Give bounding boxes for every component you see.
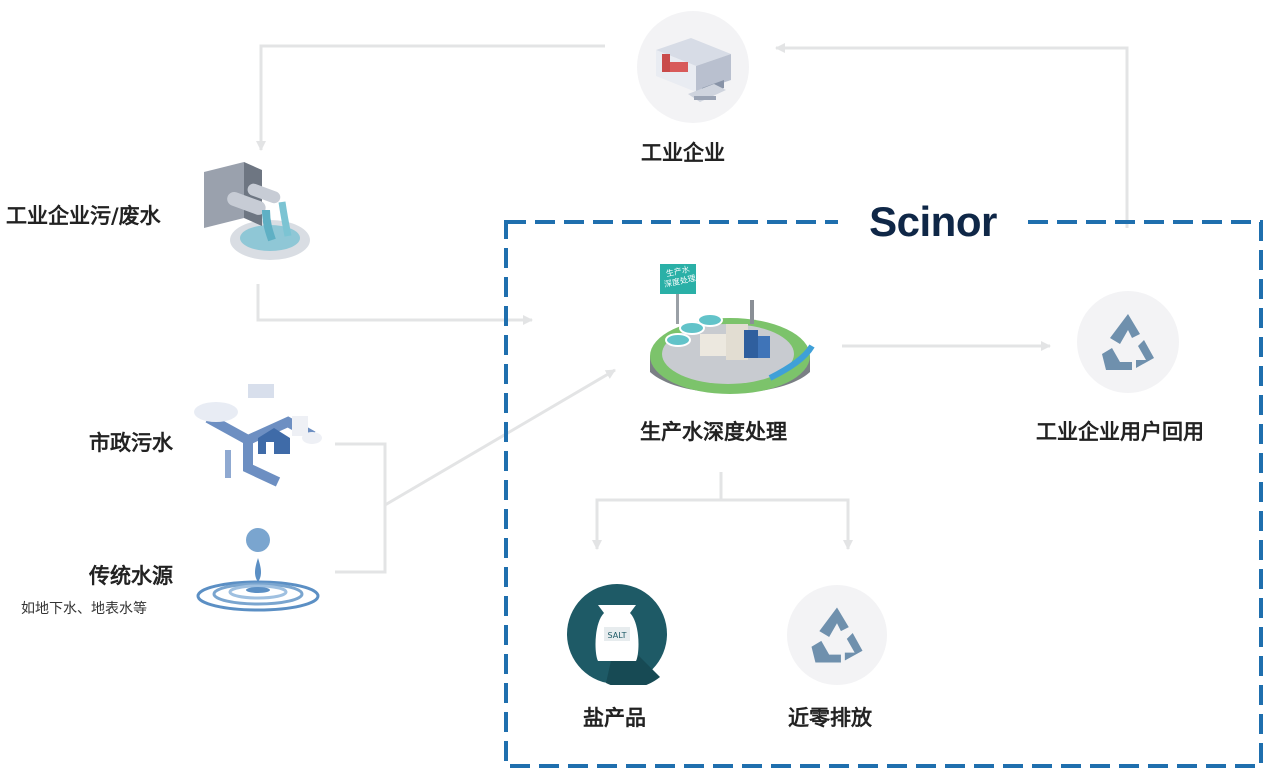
municipal-sewage-label: 市政污水: [89, 431, 173, 455]
brand-logo: Scinor: [838, 198, 1028, 246]
arrow-treatment-to-salt: [592, 472, 723, 550]
arrow-reuse-to-enterprise: [775, 43, 1129, 228]
arrow-sources-to-treatment: [384, 368, 616, 507]
industrial-enterprise-label: 工业企业: [641, 141, 725, 165]
recycle-icon: [786, 584, 888, 686]
salt-bag-text: SALT: [607, 631, 627, 640]
arrow-treatment-to-zero: [721, 498, 850, 549]
deep-treatment-label: 生产水深度处理: [640, 420, 787, 444]
plumbing-house-icon: [194, 384, 322, 487]
factory-icon: [637, 11, 749, 123]
industrial-wastewater-label: 工业企业污/废水: [6, 204, 161, 228]
arrow-enterprise-to-wastewater: [256, 44, 605, 151]
discharge-pipe-icon: [204, 162, 310, 260]
near-zero-label: 近零排放: [788, 706, 872, 730]
arrow-wastewater-to-treatment: [256, 284, 533, 325]
bracket-sources: [335, 442, 387, 574]
traditional-water-label: 传统水源: [89, 564, 173, 588]
salt-product-label: 盐产品: [583, 706, 646, 730]
salt-bag-icon: [567, 584, 667, 685]
treatment-plant-icon: [650, 264, 815, 394]
traditional-water-sublabel: 如地下水、地表水等: [21, 601, 147, 617]
recycle-icon: [1077, 291, 1179, 393]
water-drop-icon: [196, 528, 320, 612]
reuse-label: 工业企业用户回用: [1036, 420, 1204, 444]
